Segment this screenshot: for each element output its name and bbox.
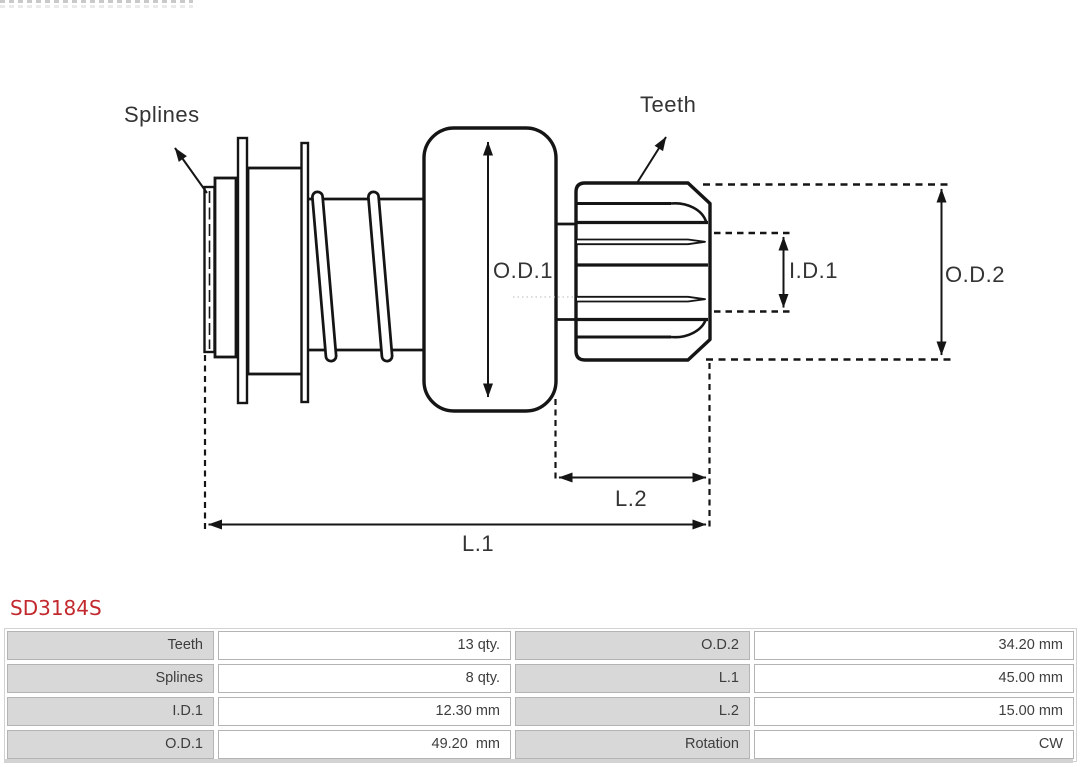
spec-value-cell: 49.20 mm	[218, 730, 511, 759]
pinion-gear	[574, 181, 712, 362]
part-number-heading: SD3184S	[10, 596, 102, 620]
shaft-step	[556, 222, 577, 321]
cropped-content-artifact	[0, 5, 193, 8]
spec-value-cell: 12.30 mm	[218, 697, 511, 726]
next-section-edge	[4, 759, 1073, 763]
splines-leader-arrow	[174, 147, 208, 194]
spec-value-cell: 45.00 mm	[754, 664, 1074, 693]
spec-label-cell: O.D.1	[7, 730, 214, 759]
spec-value-cell: 13 qty.	[218, 631, 511, 660]
spec-table: Teeth 13 qty. O.D.2 34.20 mm Splines 8 q…	[4, 628, 1077, 762]
spec-label-cell: I.D.1	[7, 697, 214, 726]
l2-dimension	[554, 363, 711, 530]
pinion-teeth-lines	[577, 202, 708, 339]
l1-dimension	[203, 355, 707, 530]
starter-drive-diagram	[174, 126, 952, 530]
teeth-leader-arrow	[636, 136, 667, 184]
od2-dimension	[703, 183, 952, 361]
spring-drum	[246, 166, 304, 376]
spec-label-cell: Rotation	[515, 730, 750, 759]
spec-label-cell: L.2	[515, 697, 750, 726]
teeth-label: Teeth	[640, 92, 697, 117]
return-spring	[311, 190, 394, 363]
spec-label-cell: Splines	[7, 664, 214, 693]
od2-label: O.D.2	[945, 262, 1005, 287]
id1-label: I.D.1	[789, 258, 838, 283]
spec-label-cell: L.1	[515, 664, 750, 693]
spec-value-cell: 15.00 mm	[754, 697, 1074, 726]
splines-label: Splines	[124, 102, 200, 127]
l2-label: L.2	[615, 486, 648, 511]
spec-label-cell: Teeth	[7, 631, 214, 660]
spec-label-cell: O.D.2	[515, 631, 750, 660]
shaft-collar	[213, 176, 238, 359]
l1-label: L.1	[462, 531, 495, 556]
spline-shaft	[203, 185, 216, 354]
cropped-content-artifact	[0, 0, 193, 3]
od1-label: O.D.1	[493, 258, 553, 283]
id1-dimension	[714, 231, 790, 313]
spec-value-cell: 34.20 mm	[754, 631, 1074, 660]
spec-value-cell: 8 qty.	[218, 664, 511, 693]
washer-plate-front	[236, 136, 249, 405]
spec-value-cell: CW	[754, 730, 1074, 759]
washer-plate-rear	[300, 141, 310, 404]
